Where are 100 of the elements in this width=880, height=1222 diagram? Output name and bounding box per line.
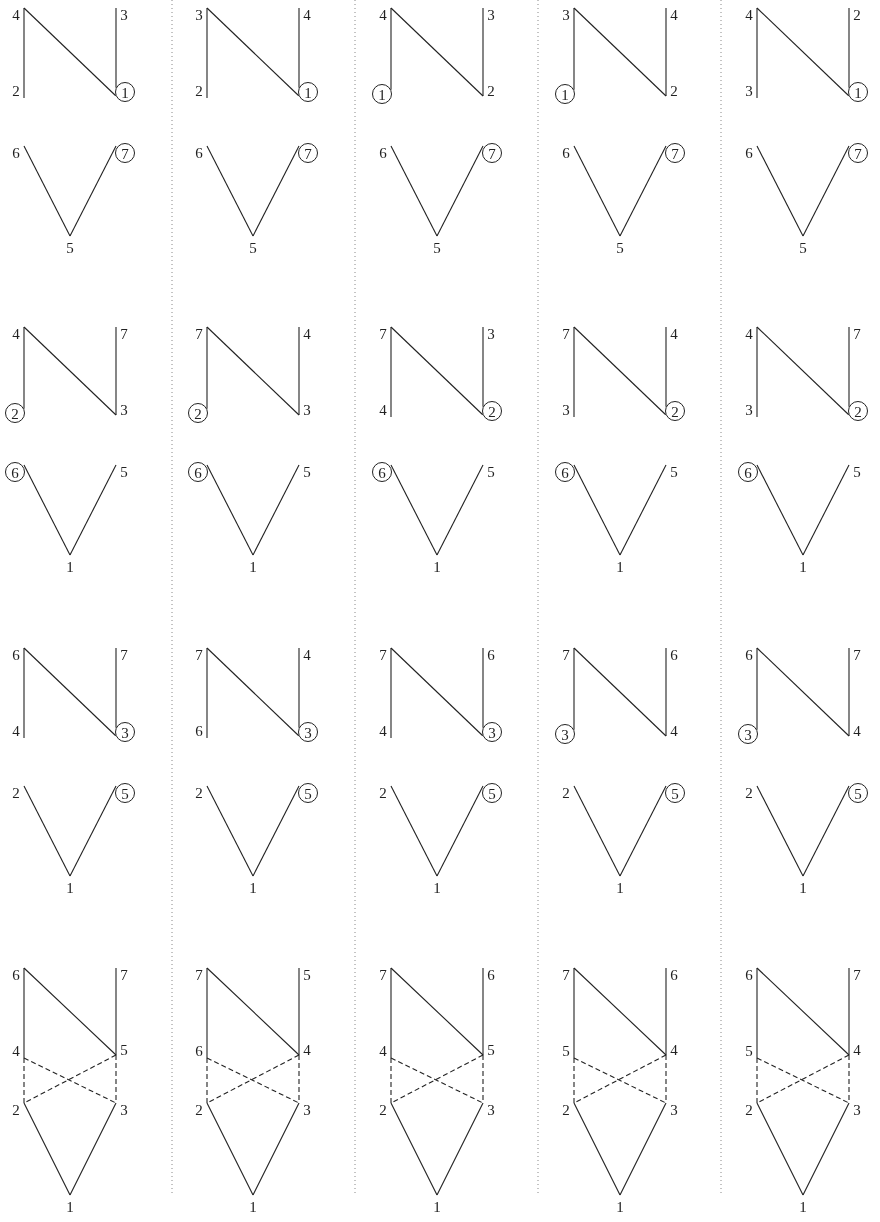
- vertex-label: 2: [851, 8, 863, 22]
- vertex-label: 6: [10, 968, 22, 982]
- vertex-label: 3: [851, 1103, 863, 1117]
- vertex-label: 2: [10, 786, 22, 800]
- edge-line: [23, 7, 25, 99]
- edge-line: [69, 1102, 117, 1196]
- edge-line: [252, 1102, 300, 1196]
- edge-line: [390, 464, 438, 556]
- edge-line: [573, 785, 621, 877]
- vertex-label: 2: [743, 786, 755, 800]
- edge-line: [206, 464, 254, 556]
- vertex-label: 7: [560, 968, 572, 982]
- vertex-label: 6: [743, 968, 755, 982]
- edge-line: [69, 464, 117, 556]
- dashed-line: [573, 1057, 575, 1104]
- edge-line: [115, 7, 117, 89]
- edge-line: [390, 7, 484, 97]
- edge-line: [69, 785, 117, 877]
- edge-line: [573, 326, 575, 418]
- vertex-label: 2: [193, 1103, 205, 1117]
- vertex-label: 7: [851, 327, 863, 341]
- vertex-label: 5: [301, 968, 313, 982]
- vertex-label: 1: [431, 1200, 443, 1214]
- edge-line: [206, 145, 254, 237]
- vertex-label: 2: [668, 84, 680, 98]
- vertex-label: 1: [247, 560, 259, 574]
- vertex-label: 3: [193, 8, 205, 22]
- edge-line: [206, 785, 254, 877]
- edge-line: [756, 967, 850, 1056]
- edge-line: [665, 967, 667, 1056]
- edge-line: [573, 7, 667, 97]
- vertex-label: 4: [10, 1044, 22, 1058]
- vertex-label: 2: [485, 84, 497, 98]
- edge-line: [802, 464, 850, 556]
- edge-line: [390, 785, 438, 877]
- edge-line: [390, 647, 484, 737]
- vertex-label: 7: [118, 327, 130, 341]
- edge-line: [482, 647, 484, 729]
- vertex-label: 5: [118, 465, 130, 479]
- vertex-label: 7: [851, 648, 863, 662]
- vertex-label: 4: [668, 724, 680, 738]
- edge-line: [390, 1102, 438, 1196]
- vertex-label: 4: [301, 1043, 313, 1057]
- edge-line: [802, 145, 850, 237]
- edge-line: [573, 967, 575, 1059]
- edge-line: [573, 464, 621, 556]
- vertex-label: 2: [10, 1103, 22, 1117]
- edge-line: [436, 1102, 484, 1196]
- edge-line: [390, 647, 392, 739]
- vertex-label: 6: [485, 968, 497, 982]
- edge-line: [848, 967, 850, 1056]
- vertex-label: 1: [797, 560, 809, 574]
- edge-line: [23, 326, 117, 416]
- edge-line: [482, 326, 484, 408]
- edge-line: [252, 464, 300, 556]
- edge-line: [482, 967, 484, 1056]
- vertex-label: 7: [377, 968, 389, 982]
- edge-line: [23, 785, 71, 877]
- vertex-label: 2: [193, 786, 205, 800]
- vertex-label: 6: [485, 648, 497, 662]
- vertex-label: 1: [614, 881, 626, 895]
- vertex-label: 4: [377, 403, 389, 417]
- edge-line: [206, 1102, 254, 1196]
- vertex-label: 4: [301, 8, 313, 22]
- edge-line: [802, 1102, 850, 1196]
- edge-line: [573, 1102, 621, 1196]
- vertex-label: 6: [560, 146, 572, 160]
- edge-line: [848, 647, 850, 737]
- vertex-label: 6: [668, 648, 680, 662]
- edge-line: [206, 7, 208, 99]
- edge-line: [756, 464, 804, 556]
- vertex-label: 7: [560, 327, 572, 341]
- edge-line: [23, 464, 71, 556]
- vertex-label: 5: [560, 1044, 572, 1058]
- vertex-label: 3: [668, 1103, 680, 1117]
- vertex-label: 4: [377, 1044, 389, 1058]
- vertex-label: 4: [743, 8, 755, 22]
- vertex-label: 4: [377, 8, 389, 22]
- vertex-label: 3: [485, 327, 497, 341]
- edge-line: [206, 326, 208, 410]
- edge-line: [619, 785, 667, 877]
- vertex-label: 2: [377, 1103, 389, 1117]
- edge-line: [619, 464, 667, 556]
- vertex-label: 1: [614, 1200, 626, 1214]
- edge-line: [848, 326, 850, 408]
- vertex-label: 3: [743, 403, 755, 417]
- edge-line: [23, 647, 25, 739]
- vertex-label: 7: [851, 968, 863, 982]
- vertex-label: 3: [301, 1103, 313, 1117]
- vertex-label: 7: [193, 648, 205, 662]
- vertex-label: 3: [560, 8, 572, 22]
- vertex-label: 4: [301, 648, 313, 662]
- edge-line: [298, 647, 300, 729]
- edge-line: [665, 326, 667, 408]
- vertex-label: 4: [668, 8, 680, 22]
- edge-line: [115, 967, 117, 1056]
- vertex-label: 5: [743, 1044, 755, 1058]
- edge-line: [756, 326, 758, 418]
- vertex-label: 3: [560, 403, 572, 417]
- vertex-label: 3: [301, 403, 313, 417]
